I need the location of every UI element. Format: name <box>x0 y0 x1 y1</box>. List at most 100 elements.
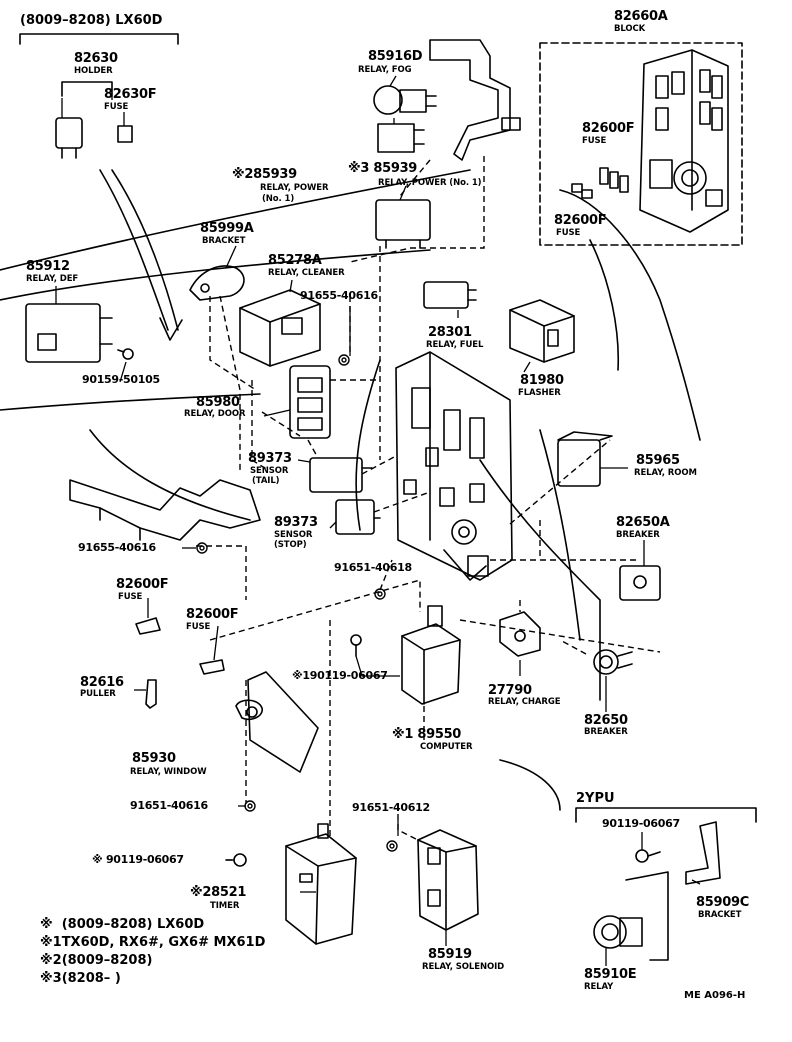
legend-text-2: (8009–8208) <box>61 953 153 968</box>
part-name-28301: RELAY, FUEL <box>426 340 484 350</box>
part-name-85278a: RELAY, CLEANER <box>268 268 345 278</box>
part-number-89373-tail: 89373 <box>248 451 292 466</box>
part-name-81980: FLASHER <box>518 388 561 398</box>
part-number-90119-c: ※ 90119-06067 <box>92 854 184 865</box>
relay-fuel-icon <box>423 281 477 309</box>
part-number-85916d: 85916D <box>368 49 423 64</box>
part-number-91655-a: 91655-40616 <box>300 289 378 302</box>
part-number-85980: 85980 <box>196 395 240 410</box>
bracket-85909c-icon <box>685 821 721 885</box>
part-number-82650: 82650 <box>584 713 628 728</box>
part-number-85912: 85912 <box>26 259 70 274</box>
screw-90119-a-icon <box>350 634 362 657</box>
part-name-85965: RELAY, ROOM <box>634 468 697 478</box>
mark-3: ※3 <box>348 161 370 176</box>
part-name-85919: RELAY, SOLENOID <box>422 962 505 972</box>
part-number-89550-text: 89550 <box>417 727 462 742</box>
part-number-81980: 81980 <box>520 373 564 388</box>
fuse-82630f-icon <box>117 125 133 143</box>
part-number-85278a: 85278A <box>268 253 322 268</box>
part-name-85910e: RELAY <box>584 982 614 992</box>
part-number-85939-3: ※3 85939 <box>348 162 417 175</box>
part-number-85939-3-text: 85939 <box>373 161 418 176</box>
part-number-89550: ※1 89550 <box>392 728 461 741</box>
part-number-91651-b: 91651-40616 <box>130 799 208 812</box>
part-name-82616: PULLER <box>80 689 116 699</box>
part-name-82650a: BREAKER <box>616 530 660 540</box>
part-number-82616: 82616 <box>80 675 124 690</box>
part-number-27790: 27790 <box>488 683 532 698</box>
part-name-27790: RELAY, CHARGE <box>488 697 561 707</box>
part-number-90119-a: ※190119-06067 <box>292 670 388 681</box>
legend-text-0: (8009–8208) LX60D <box>61 917 205 932</box>
part-number-91651-c: 91651-40612 <box>352 801 430 814</box>
part-name-82600f-b: FUSE <box>556 228 581 238</box>
mark-1a: ※1 <box>292 669 310 682</box>
legend-row-1: ※1TX60D, RX6#, GX6# MX61D <box>40 936 265 949</box>
fuse-block-icon <box>639 49 729 233</box>
part-name-85980: RELAY, DOOR <box>184 409 246 419</box>
part-name-82630: HOLDER <box>74 66 113 76</box>
part-name2-89373-stop: (STOP) <box>274 540 307 550</box>
part-number-85939-2-text: 85939 <box>253 167 297 182</box>
part-number-91651-a: 91651-40618 <box>334 561 412 574</box>
sensor-stop-icon <box>335 499 381 535</box>
legend-text-3: (8208– ) <box>61 971 121 986</box>
part-name-82630f: FUSE <box>104 102 129 112</box>
part-number-82630: 82630 <box>74 51 118 66</box>
part-number-82630f: 82630F <box>104 87 157 102</box>
sensor-tail-icon <box>309 457 373 493</box>
screw-90159-icon <box>117 348 134 360</box>
flasher-icon <box>509 299 575 363</box>
fuse-holder-icon <box>55 117 83 159</box>
legend-mark-0: ※ <box>40 917 53 932</box>
relay-charge-icon <box>499 611 541 657</box>
part-number-85965: 85965 <box>636 453 680 468</box>
part-name-85916d: RELAY, FOG <box>358 65 412 75</box>
part-name2-85939-2: (No. 1) <box>262 194 295 204</box>
legend-mark-2: ※2 <box>40 953 62 968</box>
mark-base-b: ※ <box>190 885 203 900</box>
part-name-82600f-a: FUSE <box>582 136 607 146</box>
part-name-85999a: BRACKET <box>202 236 246 246</box>
part-number-82660a: 82660A <box>614 9 668 24</box>
part-name-85939-3: RELAY, POWER (No. 1) <box>378 178 482 188</box>
relay-power-small-icon <box>377 123 425 153</box>
part-name-82600f-c: FUSE <box>118 592 143 602</box>
part-number-28301: 28301 <box>428 325 472 340</box>
part-number-28521: ※28521 <box>190 886 246 899</box>
part-number-90119-b: 90119-06067 <box>602 817 680 830</box>
part-number-82600f-a: 82600F <box>582 121 635 136</box>
relay-window-icon <box>235 671 319 773</box>
relay-85910e-icon <box>593 871 669 961</box>
part-name-85909c: BRACKET <box>698 910 742 920</box>
part-name-85912: RELAY, DEF <box>26 274 79 284</box>
bracket-85999a-icon <box>189 265 245 301</box>
part-name-28521: TIMER <box>210 901 240 911</box>
part-number-91655-b: 91655-40616 <box>78 541 156 554</box>
puller-icon <box>145 679 157 709</box>
part-number-89373-stop: 89373 <box>274 515 318 530</box>
part-name-82650: BREAKER <box>584 727 628 737</box>
breaker-82650a-icon <box>619 565 661 601</box>
part-number-90119-a-text: 90119-06067 <box>309 669 388 682</box>
header-bracket <box>19 33 179 45</box>
legend-mark-1: ※1 <box>40 935 62 950</box>
part-number-90119-c-text: 90119-06067 <box>105 853 184 866</box>
part-number-85999a: 85999A <box>200 221 254 236</box>
relay-door-icon <box>289 365 331 439</box>
part-name-89373-stop: SENSOR <box>274 530 313 540</box>
part-name-85939-2: RELAY, POWER <box>260 183 329 193</box>
mark-1b: ※1 <box>392 727 414 742</box>
part-number-85919: 85919 <box>428 947 472 962</box>
group-2ypu-label: 2YPU <box>576 791 615 806</box>
part-name-82660a: BLOCK <box>614 24 646 34</box>
junction-block-icon <box>395 351 513 581</box>
breaker-82650-icon <box>593 649 633 675</box>
part-number-82600f-b: 82600F <box>554 213 607 228</box>
fuse-82600f-c-icon <box>135 617 161 635</box>
computer-icon <box>401 605 461 705</box>
part-name-89550: COMPUTER <box>420 742 473 752</box>
block-fuses-icon <box>571 167 629 199</box>
